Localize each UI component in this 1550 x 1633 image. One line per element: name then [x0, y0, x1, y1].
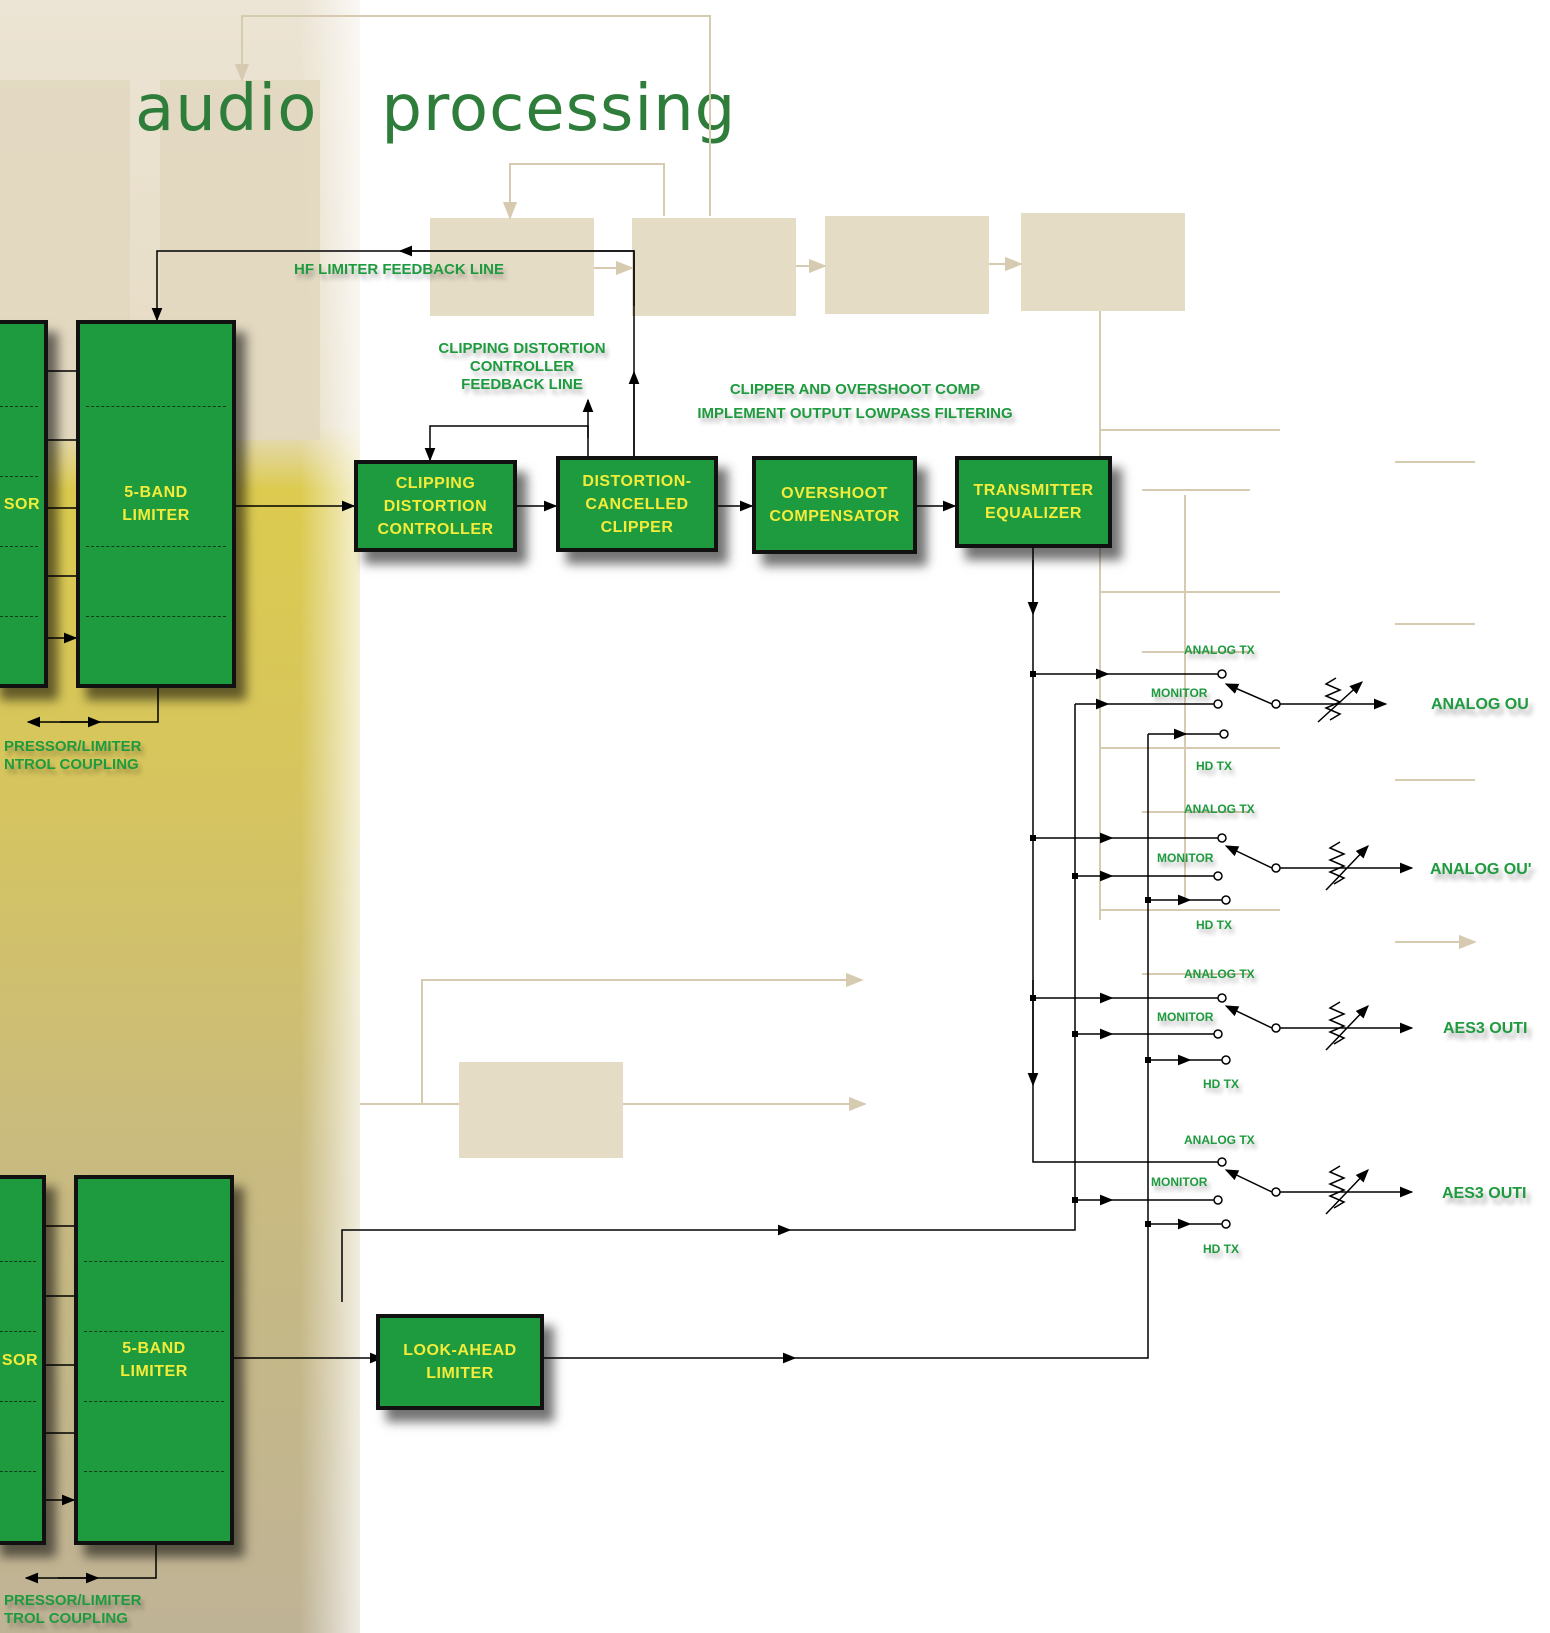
switch-group-2 [1213, 833, 1414, 905]
ghost-block [1021, 213, 1185, 311]
output-label: ANALOG OU [1431, 696, 1529, 713]
overshoot-compensator-block: OVERSHOOT COMPENSATOR [752, 456, 917, 554]
signal-lines [24, 245, 1222, 1584]
compressor-bottom-block: SOR [0, 1175, 46, 1545]
switch-group-4 [1213, 1157, 1414, 1229]
analog-tx-label: ANALOG TX [1184, 643, 1255, 657]
coupling-top-label: PRESSOR/LIMITER NTROL COUPLING [4, 738, 142, 773]
clipper-overshoot-label: CLIPPER AND OVERSHOOT COMP IMPLEMENT OUT… [697, 381, 1013, 422]
band-divider [84, 1471, 224, 1472]
monitor-label: MONITOR [1157, 1010, 1214, 1024]
band-divider [0, 1471, 36, 1472]
hd-tx-label: HD TX [1203, 1242, 1239, 1256]
compressor-bottom-label: SOR [1, 1351, 38, 1369]
page-title: audio processing [135, 72, 737, 146]
ghost-lines [234, 15, 1475, 1112]
junction-dots [1030, 671, 1151, 1227]
clipping-feedback-label: CLIPPING DISTORTION CONTROLLER FEEDBACK … [438, 340, 606, 393]
ghost-block [459, 1062, 623, 1158]
ghost-block [825, 216, 989, 314]
limiter-5band-top-label: 5-BAND LIMITER [122, 484, 190, 524]
band-divider [0, 1401, 36, 1402]
band-divider [0, 1331, 36, 1332]
band-divider [86, 616, 226, 617]
output-label: AES3 OUTI [1442, 1185, 1527, 1202]
switch-group-1 [1213, 669, 1388, 739]
band-divider [86, 406, 226, 407]
clipping-distortion-controller-block: CLIPPING DISTORTION CONTROLLER [354, 460, 517, 552]
band-divider [84, 1401, 224, 1402]
hd-tx-label: HD TX [1196, 759, 1232, 773]
analog-tx-label: ANALOG TX [1184, 802, 1255, 816]
band-divider [0, 546, 38, 547]
overshoot-compensator-label: OVERSHOOT COMPENSATOR [769, 485, 900, 525]
transmitter-equalizer-block: TRANSMITTER EQUALIZER [955, 456, 1112, 548]
transmitter-equalizer-label: TRANSMITTER EQUALIZER [973, 482, 1094, 522]
band-divider [0, 1261, 36, 1262]
band-divider [84, 1331, 224, 1332]
look-ahead-limiter-label: LOOK-AHEAD LIMITER [403, 1342, 517, 1382]
compressor-top-label: SOR [3, 495, 40, 513]
switch-group-3 [1213, 993, 1414, 1065]
band-divider [84, 1261, 224, 1262]
compressor-top-block: SOR [0, 320, 48, 688]
band-divider [0, 406, 38, 407]
coupling-bottom-label: PRESSOR/LIMITER TROL COUPLING [4, 1592, 142, 1627]
hf-feedback-label: HF LIMITER FEEDBACK LINE [294, 261, 504, 278]
distortion-cancelled-clipper-label: DISTORTION- CANCELLED CLIPPER [582, 472, 692, 536]
ghost-block [632, 218, 796, 316]
look-ahead-limiter-block: LOOK-AHEAD LIMITER [376, 1314, 544, 1410]
analog-tx-label: ANALOG TX [1184, 967, 1255, 981]
hd-tx-label: HD TX [1203, 1077, 1239, 1091]
monitor-label: MONITOR [1157, 851, 1214, 865]
band-divider [0, 476, 38, 477]
hd-tx-label: HD TX [1196, 918, 1232, 932]
monitor-label: MONITOR [1151, 1175, 1208, 1189]
clipping-distortion-controller-label: CLIPPING DISTORTION CONTROLLER [377, 474, 494, 538]
output-label: AES3 OUTI [1443, 1020, 1528, 1037]
limiter-5band-bottom-label: 5-BAND LIMITER [120, 1340, 188, 1380]
limiter-5band-top-block: 5-BAND LIMITER [76, 320, 236, 688]
analog-tx-label: ANALOG TX [1184, 1133, 1255, 1147]
band-divider [86, 546, 226, 547]
band-divider [0, 616, 38, 617]
distortion-cancelled-clipper-block: DISTORTION- CANCELLED CLIPPER [556, 456, 718, 552]
ghost-block [430, 218, 594, 316]
output-label: ANALOG OU' [1430, 861, 1532, 878]
monitor-label: MONITOR [1151, 686, 1208, 700]
limiter-5band-bottom-block: 5-BAND LIMITER [74, 1175, 234, 1545]
